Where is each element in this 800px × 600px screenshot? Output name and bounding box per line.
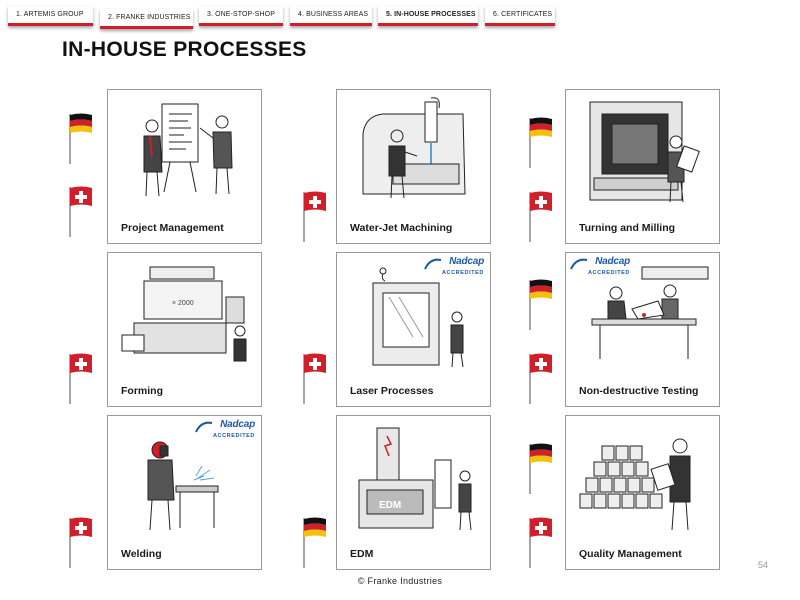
process-label: Turning and Milling	[579, 222, 676, 234]
nadcap-accredited-text: ACCREDITED	[441, 270, 484, 276]
nadcap-brand: Nadcap	[449, 256, 484, 267]
page-number: 54	[757, 560, 768, 570]
process-label: EDM	[350, 548, 374, 560]
presentation-illustration	[143, 103, 233, 197]
nadcap-brand: Nadcap	[595, 256, 630, 267]
nadcap-accredited-badge: Nadcap ACCREDITED	[424, 256, 486, 282]
welder-illustration	[147, 441, 219, 531]
tab-franke-industries[interactable]: 2. FRANKE INDUSTRIES	[100, 9, 193, 29]
nadcap-brand: Nadcap	[220, 419, 255, 430]
nadcap-accredited-badge: Nadcap ACCREDITED	[195, 419, 257, 445]
nadcap-accredited-text: ACCREDITED	[587, 270, 630, 276]
switzerland-flag-icon	[69, 186, 92, 237]
switzerland-flag-icon	[303, 353, 326, 404]
nadcap-accredited-text: ACCREDITED	[212, 433, 255, 439]
process-card-turning-and-milling[interactable]: Turning and Milling	[565, 89, 720, 244]
cnc-machine-illustration	[589, 101, 700, 203]
edm-machine-illustration: EDM	[358, 427, 472, 531]
switzerland-flag-icon	[529, 353, 552, 404]
process-card-non-destructive-testing[interactable]: Nadcap ACCREDITED Non-destructive Testin…	[565, 252, 720, 407]
tab-one-stop-shop[interactable]: 3. ONE-STOP-SHOP	[199, 6, 283, 26]
laser-machine-illustration	[372, 267, 464, 368]
waterjet-machine-illustration	[362, 97, 466, 199]
tab-in-house-processes[interactable]: 5. IN-HOUSE PROCESSES	[378, 6, 478, 26]
inspection-illustration	[591, 266, 709, 359]
process-card-project-management[interactable]: Project Management	[107, 89, 262, 244]
process-label: Non-destructive Testing	[579, 385, 699, 397]
switzerland-flag-icon	[69, 353, 92, 404]
edm-machine-text: EDM	[379, 500, 401, 511]
process-label: Water-Jet Machining	[350, 222, 453, 234]
nadcap-accredited-badge: Nadcap ACCREDITED	[570, 256, 632, 282]
switzerland-flag-icon	[529, 517, 552, 568]
process-label: Project Management	[121, 222, 224, 234]
process-card-laser-processes[interactable]: Nadcap ACCREDITED Laser Processes	[336, 252, 491, 407]
process-label: Welding	[121, 548, 162, 560]
svg-text:× 2000: × 2000	[172, 300, 194, 307]
tab-business-areas[interactable]: 4. BUSINESS AREAS	[290, 6, 372, 26]
switzerland-flag-icon	[529, 191, 552, 242]
process-label: Forming	[121, 385, 163, 397]
process-label: Quality Management	[579, 548, 682, 560]
page-title: IN-HOUSE PROCESSES	[62, 38, 307, 61]
switzerland-flag-icon	[303, 191, 326, 242]
process-card-forming[interactable]: × 2000 Forming	[107, 252, 262, 407]
nadcap-swoosh-icon	[195, 421, 213, 433]
germany-flag-icon	[69, 113, 92, 164]
germany-flag-icon	[529, 443, 552, 494]
section-nav: 1. ARTEMIS GROUP 2. FRANKE INDUSTRIES 3.…	[0, 6, 800, 32]
nadcap-swoosh-icon	[424, 258, 442, 270]
process-card-quality-management[interactable]: Quality Management	[565, 415, 720, 570]
copyright-footer: © Franke Industries	[357, 576, 443, 586]
tab-certificates[interactable]: 6. CERTIFICATES	[485, 6, 555, 26]
nadcap-swoosh-icon	[570, 258, 588, 270]
germany-flag-icon	[529, 279, 552, 330]
quality-check-illustration	[579, 438, 691, 531]
press-machine-illustration: × 2000	[121, 266, 247, 362]
process-card-welding[interactable]: Nadcap ACCREDITED Welding	[107, 415, 262, 570]
process-label: Laser Processes	[350, 385, 434, 397]
process-card-edm[interactable]: EDM EDM	[336, 415, 491, 570]
switzerland-flag-icon	[69, 517, 92, 568]
tab-artemis-group[interactable]: 1. ARTEMIS GROUP	[8, 6, 93, 26]
germany-flag-icon	[303, 517, 326, 568]
process-card-water-jet-machining[interactable]: Water-Jet Machining	[336, 89, 491, 244]
germany-flag-icon	[529, 117, 552, 168]
